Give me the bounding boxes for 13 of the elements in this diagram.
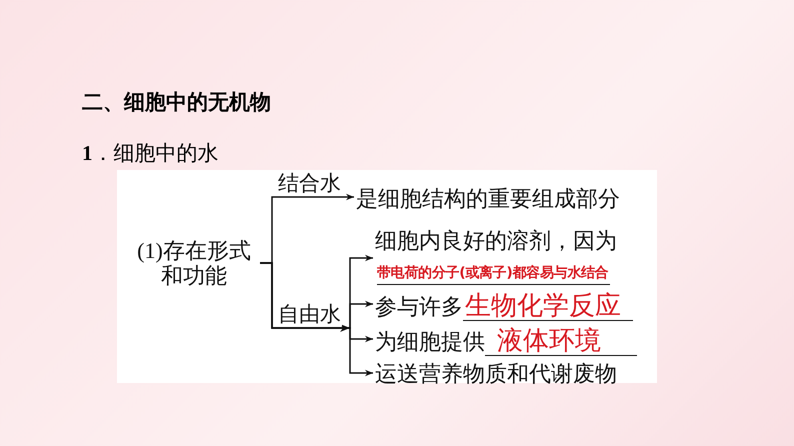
node-text: 运送营养物质和代谢废物 bbox=[375, 361, 655, 386]
node-text: 是细胞结构的重要组成部分 bbox=[356, 186, 656, 211]
node-text: 为细胞提供 bbox=[375, 329, 485, 354]
arrow bbox=[260, 262, 373, 376]
node-text: 参与许多 bbox=[375, 294, 463, 319]
answer-text: 生物化学反应 bbox=[463, 292, 633, 321]
node-text: 细胞内良好的溶剂，因为 bbox=[375, 228, 618, 253]
section-heading: 二、细胞中的无机物 bbox=[82, 89, 271, 116]
node-text: (1)存在形式和功能 bbox=[132, 238, 256, 288]
answer-text: 带电荷的分子(或离子)都容易与水结合 bbox=[377, 262, 610, 285]
subheading: 1．细胞中的水 bbox=[82, 140, 218, 167]
edge-label: 结合水 bbox=[277, 171, 342, 195]
answer-text: 液体环境 bbox=[485, 327, 637, 356]
